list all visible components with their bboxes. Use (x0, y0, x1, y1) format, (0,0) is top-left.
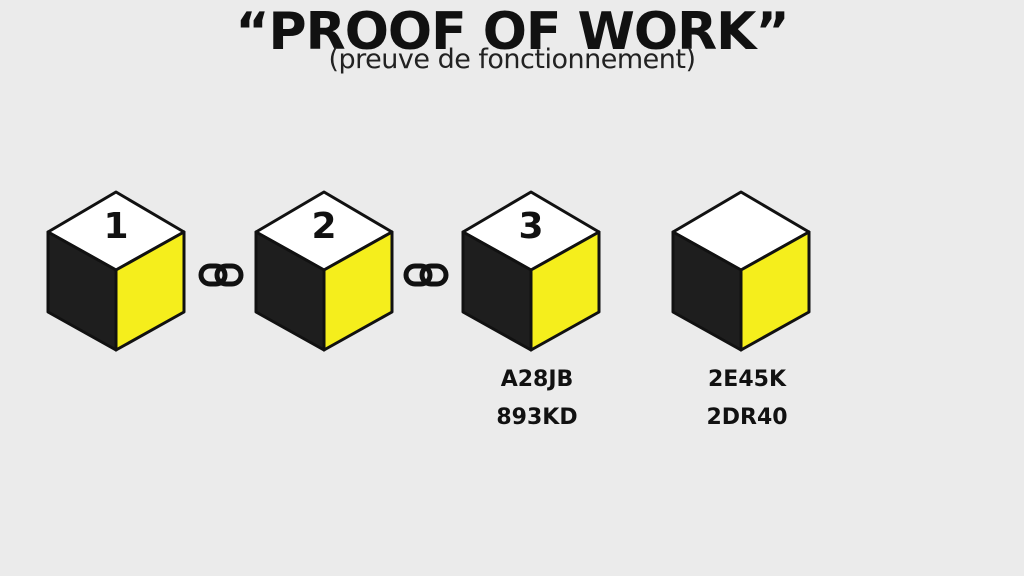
block-number: 1 (103, 206, 129, 247)
block-2: 2 (253, 190, 395, 352)
block-number: 3 (518, 206, 544, 247)
cube-icon (461, 190, 601, 352)
chain-link-icon (403, 262, 449, 288)
hash-line: 2DR40 (706, 405, 788, 430)
block-number: 2 (311, 206, 337, 247)
cube-icon (254, 190, 394, 352)
hash-line: A28JB (500, 367, 574, 392)
cube-icon (671, 190, 811, 352)
hash-line: 2E45K (708, 367, 786, 392)
block-1: 1 (45, 190, 187, 352)
block-4 (670, 190, 812, 352)
slide-subtitle: (preuve de fonctionnement) (328, 44, 696, 75)
cube-icon (46, 190, 186, 352)
block-3: 3 (460, 190, 602, 352)
slide-title: “PROOF OF WORK” (235, 2, 789, 62)
hash-line: 893KD (496, 405, 578, 430)
chain-link-icon (198, 262, 244, 288)
